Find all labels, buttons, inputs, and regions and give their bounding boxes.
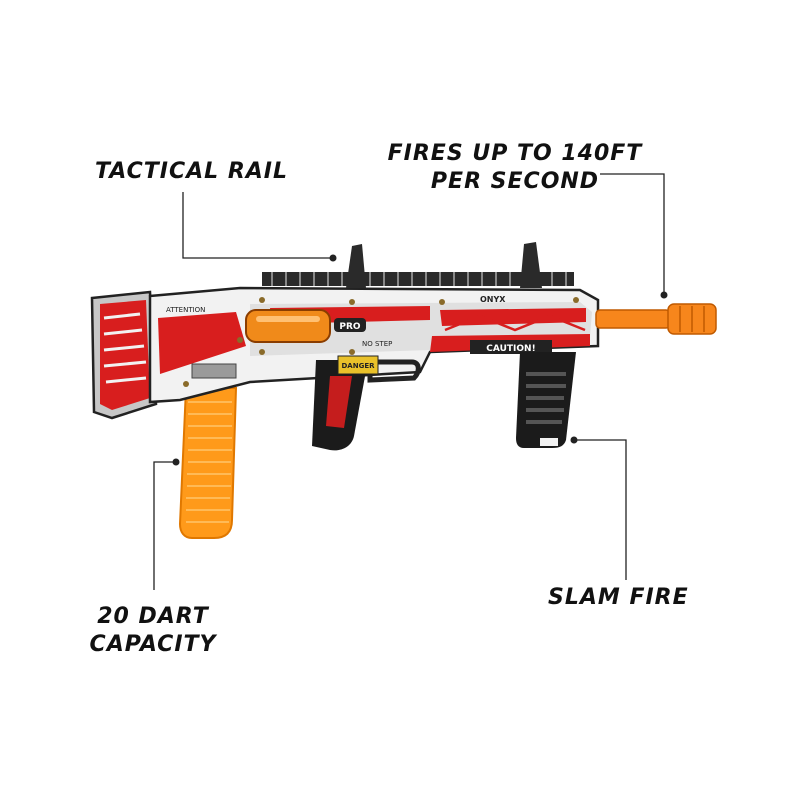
decal-pro: PRO <box>339 322 361 332</box>
tactical-rail <box>262 242 574 288</box>
foregrip <box>516 352 576 448</box>
decal-danger: DANGER <box>341 362 375 370</box>
decal-no-step: NO STEP <box>362 340 392 348</box>
leader-tactical-rail <box>182 192 332 259</box>
leader-fire-rate <box>600 173 665 292</box>
rear-sight <box>346 244 366 288</box>
front-sight <box>520 242 542 288</box>
decal-caution: CAUTION! <box>486 344 535 354</box>
callout-slam-fire: SLAM FIRE <box>548 585 689 610</box>
callout-fire-rate-line1: FIRES UP TO 140FT <box>387 141 643 166</box>
blaster-stock <box>90 290 158 420</box>
pistol-grip: DANGER <box>312 355 421 451</box>
leader-dart-capacity <box>153 461 174 590</box>
callout-tactical-rail: TACTICAL RAIL <box>95 159 289 184</box>
leader-lines <box>153 173 665 590</box>
decal-model: ONYX <box>480 295 506 304</box>
leader-dot-dart <box>172 458 180 466</box>
leader-dot-slam <box>570 436 578 444</box>
dart-magazine <box>178 387 238 539</box>
leader-dot-fps <box>660 291 668 299</box>
callout-fire-rate: FIRES UP TO 140FT PER SECOND <box>385 140 645 196</box>
leader-dots <box>172 254 668 466</box>
callout-dart-capacity: 20 DART CAPACITY <box>88 603 218 659</box>
leader-slam-fire <box>574 439 627 580</box>
blaster-receiver: PRO ATTENTION NO STEP ONYX CAUTION! <box>148 286 600 404</box>
callout-dart-capacity-line2: CAPACITY <box>89 632 217 657</box>
leader-dot-rail <box>329 254 337 262</box>
blaster-barrel <box>595 303 717 335</box>
decal-attention: ATTENTION <box>166 306 205 314</box>
callout-dart-capacity-line1: 20 DART <box>97 604 209 629</box>
callout-fire-rate-line2: PER SECOND <box>430 169 600 194</box>
blaster-chamber <box>245 309 331 343</box>
